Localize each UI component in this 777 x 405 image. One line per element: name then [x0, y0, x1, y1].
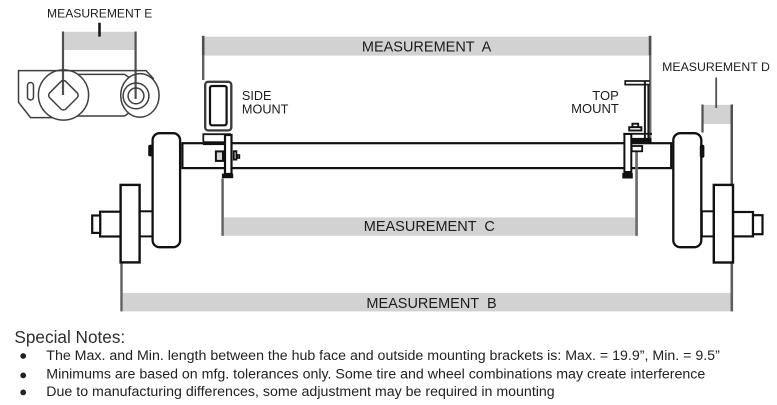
svg-text:MOUNT: MOUNT	[242, 103, 289, 117]
svg-text:Minimums are based on mfg. tol: Minimums are based on mfg. tolerances on…	[46, 366, 705, 382]
svg-text:MEASUREMENT E: MEASUREMENT E	[47, 7, 152, 21]
svg-text:Due to manufacturing differenc: Due to manufacturing differences, some a…	[46, 384, 554, 400]
svg-text:MEASUREMENT D: MEASUREMENT D	[662, 60, 770, 74]
svg-text:SIDE: SIDE	[242, 89, 272, 103]
svg-text:Special Notes:: Special Notes:	[14, 327, 125, 347]
svg-text:TOP: TOP	[592, 88, 619, 103]
svg-text:MEASUREMENT A: MEASUREMENT A	[362, 40, 492, 56]
svg-text:MEASUREMENT B: MEASUREMENT B	[366, 296, 496, 312]
svg-text:MOUNT: MOUNT	[571, 101, 619, 116]
svg-text:The Max. and Min. length betwe: The Max. and Min. length between the hub…	[46, 348, 720, 364]
svg-text:MEASUREMENT C: MEASUREMENT C	[364, 219, 495, 235]
